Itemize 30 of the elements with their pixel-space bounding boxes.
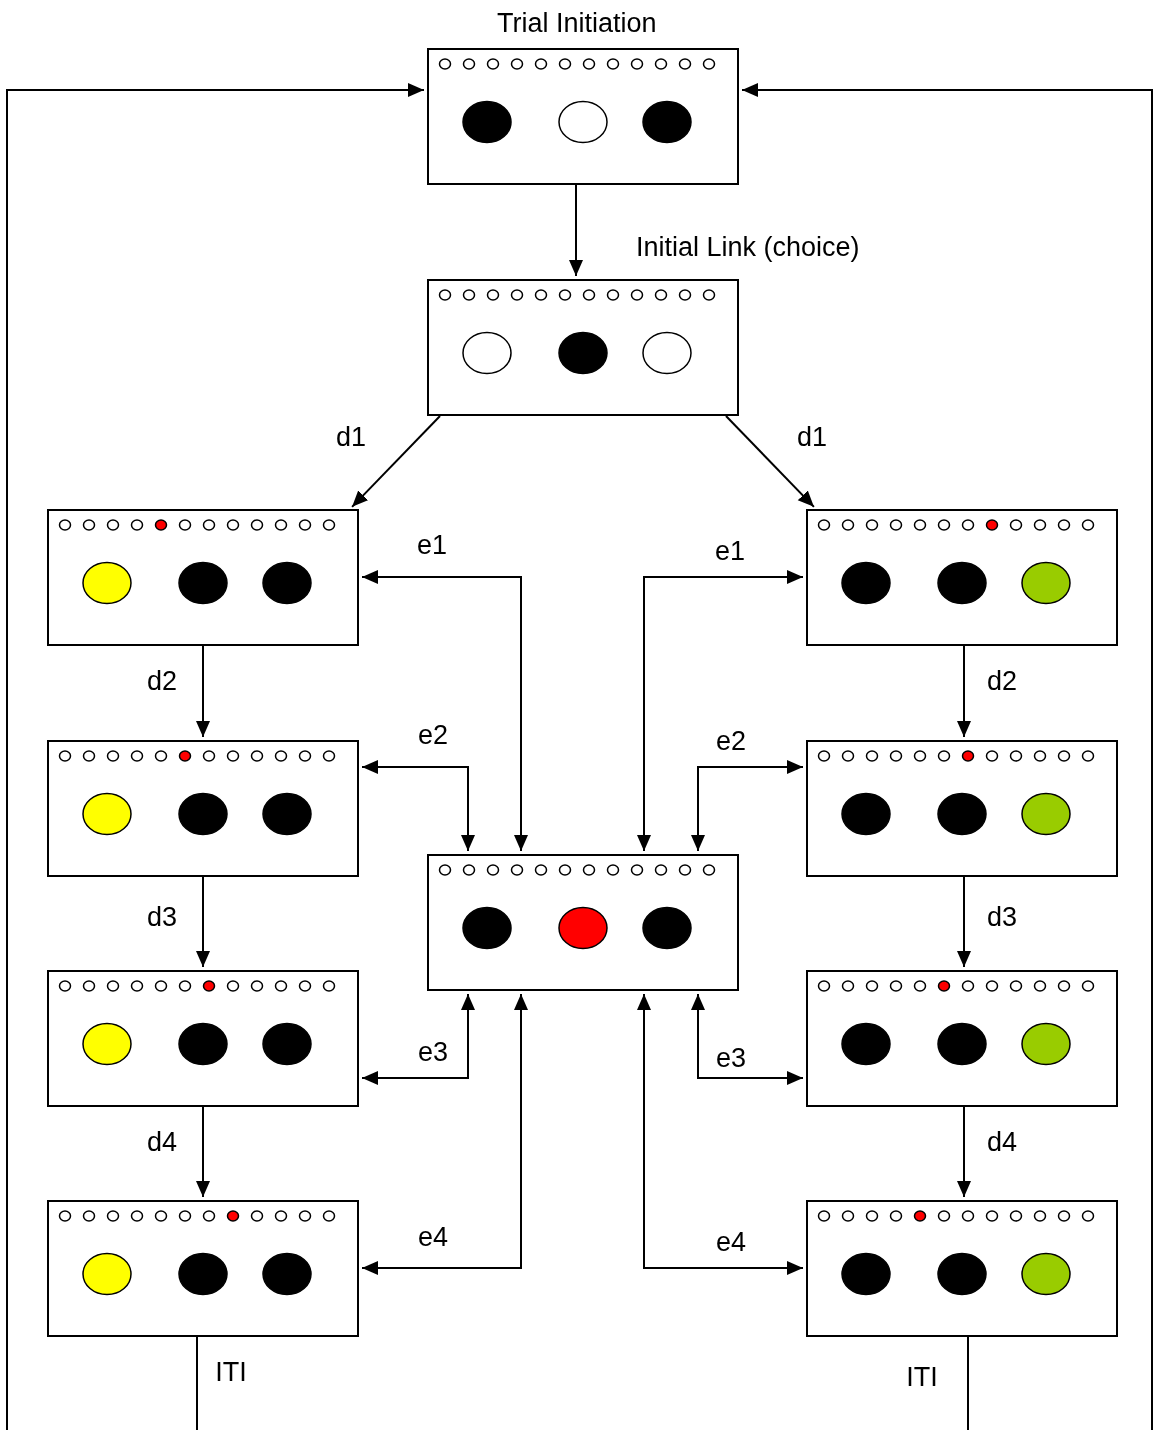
arrow xyxy=(6,83,425,1430)
arrow xyxy=(569,184,583,277)
device-panel xyxy=(47,509,359,646)
arrow xyxy=(361,993,528,1275)
arrow xyxy=(361,993,475,1085)
arrow xyxy=(637,570,804,852)
arrow xyxy=(196,1106,210,1198)
device-panel xyxy=(47,970,359,1107)
stage-heading: Trial Initiation xyxy=(497,10,657,37)
stage-heading: Initial Link (choice) xyxy=(636,234,860,261)
arrow xyxy=(741,83,1153,1430)
device-panel xyxy=(427,854,739,991)
device-panel xyxy=(47,740,359,877)
arrow xyxy=(957,645,971,738)
arrow xyxy=(691,993,804,1085)
arrow xyxy=(957,1106,971,1198)
arrow xyxy=(196,645,210,738)
arrow xyxy=(637,993,804,1275)
arrow xyxy=(351,415,441,508)
arrow xyxy=(691,760,804,852)
device-panel xyxy=(47,1200,359,1337)
arrow xyxy=(196,876,210,968)
arrow xyxy=(361,570,528,852)
device-panel xyxy=(806,970,1118,1107)
arrow xyxy=(361,760,475,852)
device-panel xyxy=(806,740,1118,877)
device-panel xyxy=(806,509,1118,646)
arrow xyxy=(957,876,971,968)
arrow xyxy=(725,415,815,508)
device-panel xyxy=(806,1200,1118,1337)
